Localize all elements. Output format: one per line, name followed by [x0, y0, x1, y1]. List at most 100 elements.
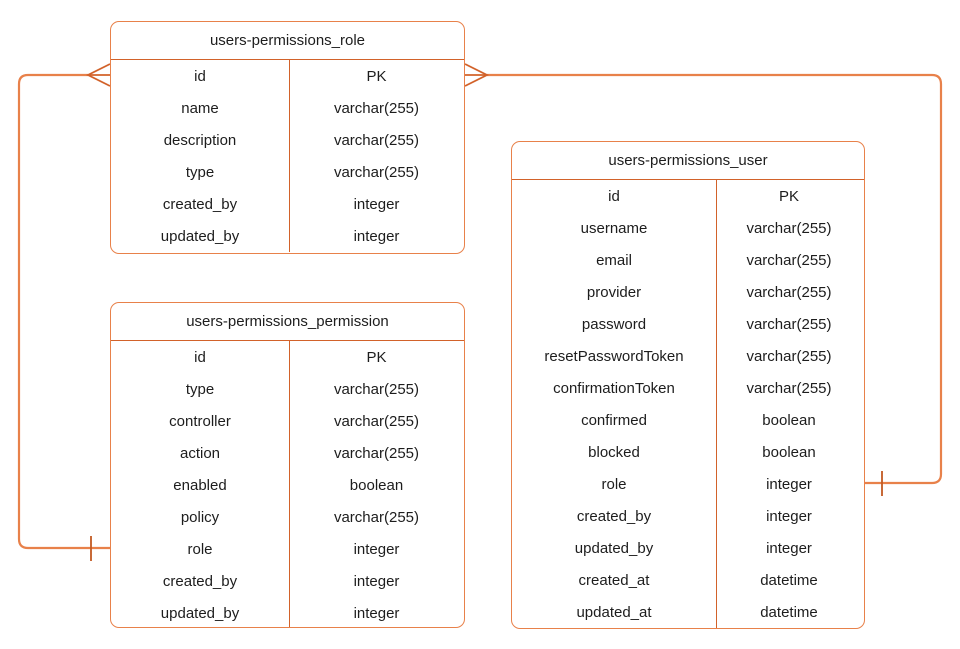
field-row[interactable]: updated_by integer [512, 532, 864, 564]
field-type: varchar(255) [333, 412, 420, 430]
field-type: datetime [760, 571, 818, 589]
field-row[interactable]: updated_at datetime [512, 596, 864, 628]
field-name: created_by [162, 572, 238, 590]
field-name: email [596, 251, 632, 269]
field-name: updated_by [160, 227, 240, 245]
field-row[interactable]: created_by integer [111, 565, 464, 597]
column-divider [716, 180, 717, 628]
field-type: varchar(255) [746, 347, 832, 365]
field-type: integer [353, 540, 400, 558]
field-row[interactable]: username varchar(255) [512, 212, 864, 244]
field-row[interactable]: blocked boolean [512, 436, 864, 468]
field-name: action [179, 444, 221, 462]
field-type: boolean [762, 443, 816, 461]
field-row[interactable]: role integer [512, 468, 864, 500]
field-type: varchar(255) [746, 315, 832, 333]
field-name: confirmed [581, 411, 647, 429]
field-row[interactable]: id PK [111, 341, 464, 373]
field-type: varchar(255) [746, 283, 832, 301]
field-row[interactable]: action varchar(255) [111, 437, 464, 469]
field-row[interactable]: type varchar(255) [111, 373, 464, 405]
field-row[interactable]: created_at datetime [512, 564, 864, 596]
field-name: role [601, 475, 627, 493]
field-name: created_by [162, 195, 238, 213]
field-row[interactable]: confirmed boolean [512, 404, 864, 436]
field-name: type [185, 380, 215, 398]
field-row[interactable]: provider varchar(255) [512, 276, 864, 308]
field-type: integer [766, 475, 812, 493]
field-row[interactable]: confirmationToken varchar(255) [512, 372, 864, 404]
field-type: varchar(255) [333, 444, 420, 462]
entity-role[interactable]: users-permissions_role id PK name varcha… [110, 21, 465, 254]
column-divider [289, 341, 290, 627]
crows-foot-left-icon [85, 63, 111, 87]
field-type: boolean [762, 411, 816, 429]
field-name: password [581, 315, 647, 333]
field-row[interactable]: password varchar(255) [512, 308, 864, 340]
field-row[interactable]: updated_by integer [111, 220, 464, 252]
field-row[interactable]: updated_by integer [111, 597, 464, 627]
field-type: integer [766, 507, 812, 525]
field-name: created_by [576, 507, 652, 525]
entity-body-user: id PK username varchar(255) email varcha… [512, 180, 864, 628]
field-type: varchar(255) [333, 380, 420, 398]
field-type: varchar(255) [746, 219, 832, 237]
field-row[interactable]: enabled boolean [111, 469, 464, 501]
field-name: updated_by [160, 604, 240, 622]
field-type: varchar(255) [746, 251, 832, 269]
field-type: integer [766, 539, 812, 557]
field-type: boolean [349, 476, 404, 494]
field-name: name [181, 99, 219, 117]
field-name: type [185, 163, 215, 181]
field-type: PK [366, 348, 387, 366]
field-name: blocked [588, 443, 640, 461]
field-type: datetime [760, 603, 818, 621]
field-type: integer [353, 195, 400, 213]
field-type: PK [366, 67, 387, 85]
entity-user[interactable]: users-permissions_user id PK username va… [511, 141, 865, 629]
column-divider [289, 60, 290, 252]
field-name: policy [180, 508, 220, 526]
field-row[interactable]: controller varchar(255) [111, 405, 464, 437]
entity-title-user: users-permissions_user [512, 142, 864, 180]
field-type: integer [353, 227, 400, 245]
entity-permission[interactable]: users-permissions_permission id PK type … [110, 302, 465, 628]
field-name: controller [169, 412, 231, 430]
field-row[interactable]: email varchar(255) [512, 244, 864, 276]
field-name: created_at [578, 571, 650, 589]
field-name: id [194, 67, 206, 85]
field-name: updated_by [574, 539, 654, 557]
field-type: varchar(255) [333, 163, 420, 181]
field-row[interactable]: type varchar(255) [111, 156, 464, 188]
field-row[interactable]: created_by integer [111, 188, 464, 220]
field-name: enabled [173, 476, 227, 494]
entity-title-permission: users-permissions_permission [111, 303, 464, 341]
entity-title-role: users-permissions_role [111, 22, 464, 60]
connector-role-to-permission [17, 73, 110, 550]
field-name: username [580, 219, 648, 237]
field-name: resetPasswordToken [544, 347, 684, 365]
field-row[interactable]: description varchar(255) [111, 124, 464, 156]
field-row[interactable]: id PK [111, 60, 464, 92]
field-name: updated_at [576, 603, 652, 621]
field-type: varchar(255) [333, 508, 420, 526]
field-row[interactable]: name varchar(255) [111, 92, 464, 124]
field-name: id [194, 348, 206, 366]
field-name: provider [586, 283, 642, 301]
field-name: description [163, 131, 237, 149]
field-type: varchar(255) [746, 379, 832, 397]
entity-body-permission: id PK type varchar(255) controller varch… [111, 341, 464, 627]
field-row[interactable]: id PK [512, 180, 864, 212]
field-row[interactable]: role integer [111, 533, 464, 565]
field-type: integer [353, 604, 400, 622]
field-name: role [187, 540, 213, 558]
field-row[interactable]: policy varchar(255) [111, 501, 464, 533]
crows-foot-right-icon [464, 63, 490, 87]
field-name: confirmationToken [553, 379, 675, 397]
field-type: varchar(255) [333, 131, 420, 149]
entity-body-role: id PK name varchar(255) description varc… [111, 60, 464, 252]
field-row[interactable]: created_by integer [512, 500, 864, 532]
field-type: varchar(255) [333, 99, 420, 117]
field-row[interactable]: resetPasswordToken varchar(255) [512, 340, 864, 372]
